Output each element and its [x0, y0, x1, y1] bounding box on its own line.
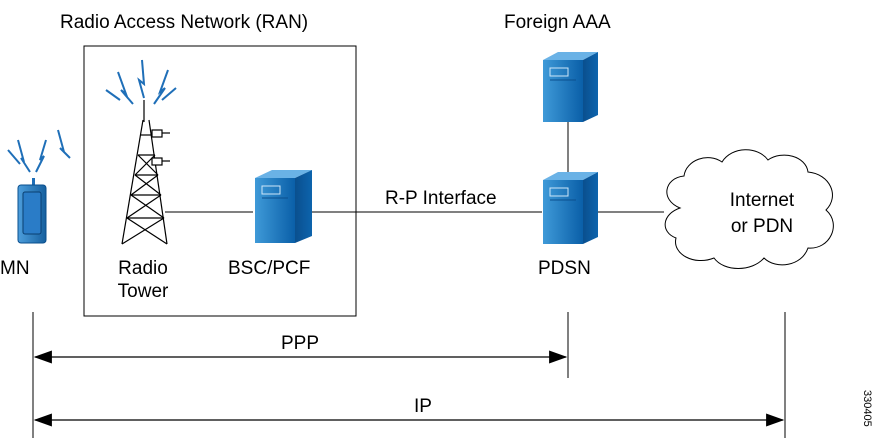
ran-boundary-box	[83, 45, 357, 317]
rp-interface-label: R-P Interface	[385, 188, 497, 209]
mn-signal-icon	[7, 129, 71, 173]
pdsn-server-icon	[543, 172, 598, 244]
tower-signal-icon	[105, 59, 177, 105]
ran-title: Radio Access Network (RAN)	[60, 12, 309, 33]
foreign-aaa-label: Foreign AAA	[504, 12, 611, 33]
bsc-pcf-label: BSC/PCF	[228, 258, 311, 279]
ip-label: IP	[414, 396, 432, 417]
radio-tower-label-line1: Radio	[118, 258, 168, 279]
figure-id: 330405	[861, 390, 873, 427]
pdsn-label: PDSN	[538, 258, 591, 279]
radio-tower-icon	[121, 100, 170, 245]
internet-label-line2: or PDN	[730, 216, 794, 237]
ppp-label: PPP	[281, 333, 320, 354]
foreign-aaa-server-icon	[543, 52, 598, 122]
mobile-phone-icon	[17, 178, 47, 244]
cloud-icon	[664, 149, 834, 269]
radio-tower-label-line2: Tower	[117, 281, 169, 302]
bsc-pcf-server-icon	[255, 170, 312, 243]
internet-label-line1: Internet	[729, 190, 795, 211]
mn-label: MN	[0, 258, 30, 279]
